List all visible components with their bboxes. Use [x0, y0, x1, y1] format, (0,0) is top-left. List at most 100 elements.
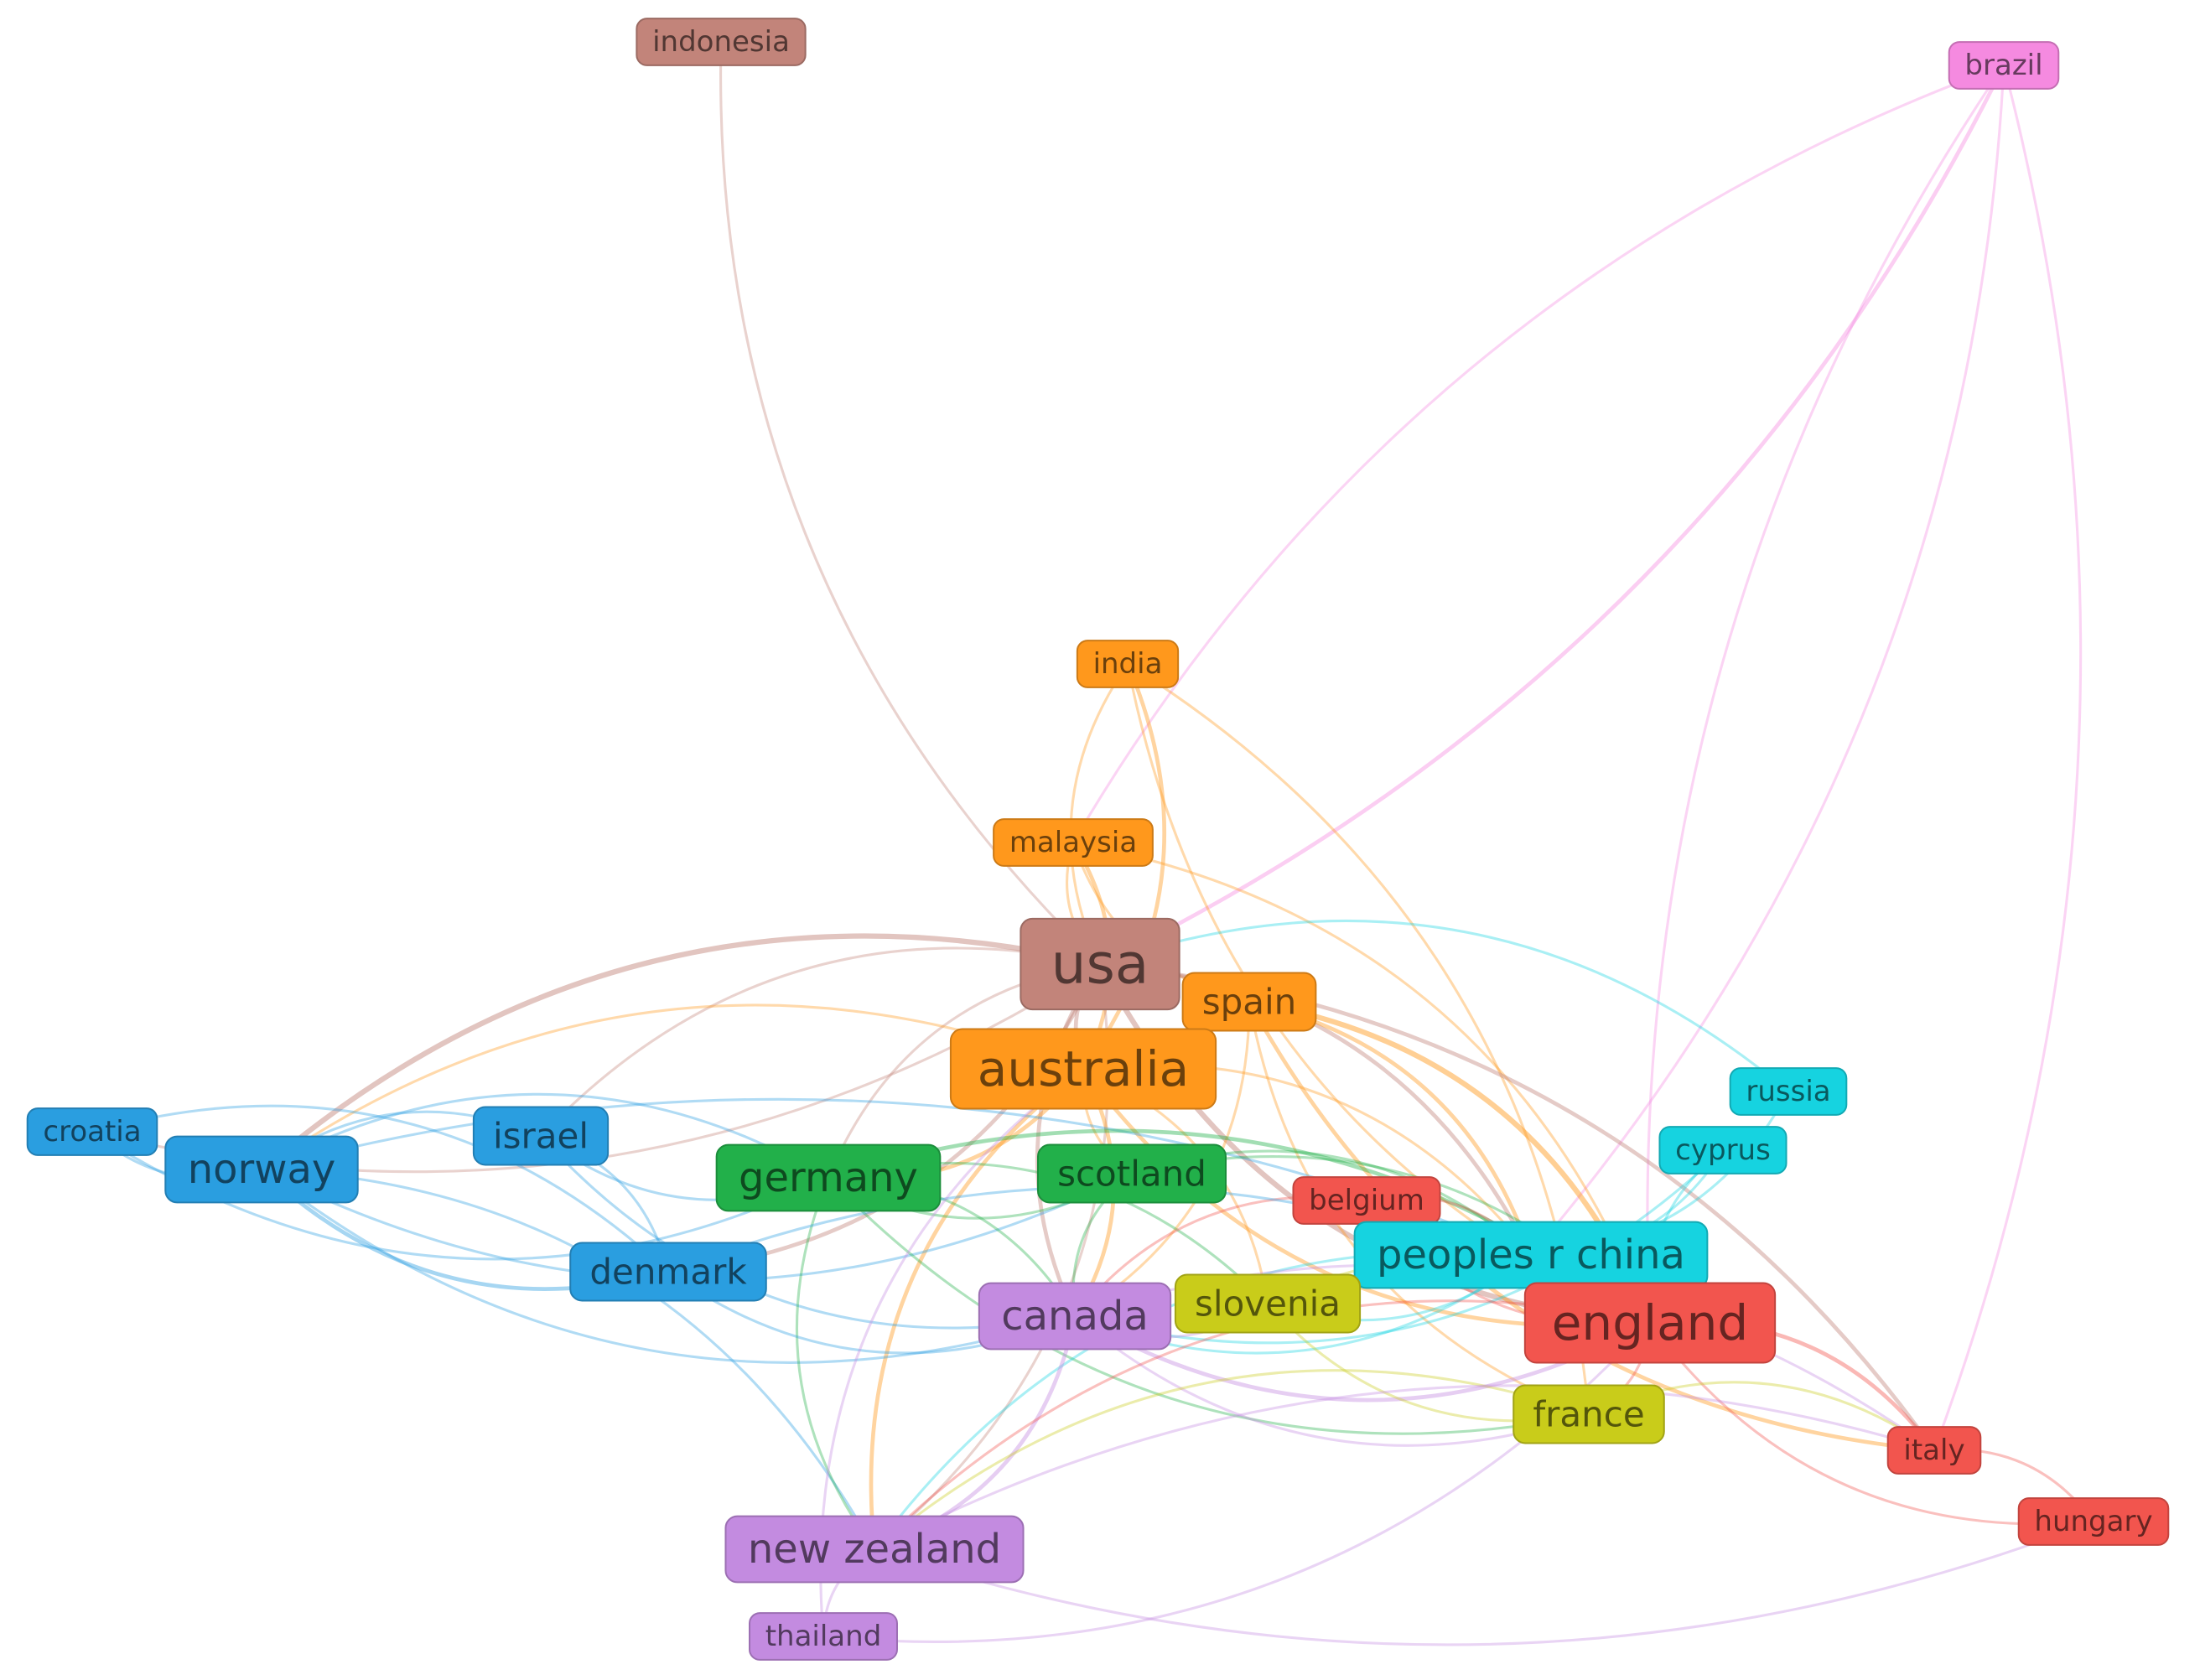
node-box-new-zealand [724, 1515, 1025, 1584]
edge-france-new-zealand [873, 1369, 1590, 1551]
node-box-germany [715, 1143, 942, 1212]
edge-brazil-usa [1097, 63, 2006, 967]
node-croatia[interactable]: croatia [26, 1107, 158, 1156]
node-box-russia [1729, 1067, 1848, 1116]
edge-germany-new-zealand [795, 1176, 876, 1551]
node-label-slovenia: slovenia [1195, 1283, 1341, 1325]
node-russia[interactable]: russia [1729, 1067, 1848, 1116]
node-box-brazil [1948, 41, 2060, 90]
nodes-layer: indonesia brazil india malaysia usa spain aust… [26, 18, 2170, 1661]
edge-germany-france [827, 1176, 1590, 1435]
edge-australia-new-zealand [869, 1066, 1086, 1552]
node-box-croatia [26, 1107, 158, 1156]
node-england[interactable]: england [1523, 1282, 1777, 1364]
edge-cyprus-canada [1073, 1149, 1725, 1345]
node-box-scotland [1036, 1143, 1227, 1204]
node-label-hungary: hungary [2034, 1505, 2152, 1538]
edge-australia-norway [260, 1003, 1085, 1171]
node-canada[interactable]: canada [978, 1282, 1172, 1351]
node-denmark[interactable]: denmark [569, 1242, 767, 1302]
edge-usa-canada [1035, 962, 1103, 1319]
node-hungary[interactable]: hungary [2017, 1497, 2170, 1546]
edge-brazil-malaysia [1071, 64, 2005, 844]
node-italy[interactable]: italy [1886, 1426, 1982, 1475]
node-israel[interactable]: israel [472, 1106, 610, 1166]
node-label-norway: norway [188, 1146, 336, 1193]
node-india[interactable]: india [1076, 640, 1180, 688]
node-label-russia: russia [1746, 1075, 1830, 1108]
edge-new-zealand-italy [873, 1384, 1936, 1551]
node-label-new-zealand: new zealand [748, 1526, 1001, 1573]
node-peoples-r-china[interactable]: peoples r china [1353, 1221, 1709, 1289]
node-box-thailand [749, 1612, 898, 1661]
node-label-spain: spain [1202, 982, 1297, 1023]
edge-russia-usa [1098, 920, 1790, 1093]
node-label-germany: germany [739, 1154, 918, 1201]
node-label-thailand: thailand [765, 1620, 882, 1653]
edge-usa-peoples-r-china [1097, 962, 1533, 1257]
node-label-denmark: denmark [589, 1252, 747, 1293]
edge-india-australia [1081, 661, 1167, 1071]
node-box-denmark [569, 1242, 767, 1302]
node-spain[interactable]: spain [1181, 972, 1317, 1032]
node-slovenia[interactable]: slovenia [1174, 1273, 1362, 1334]
node-label-brazil: brazil [1964, 49, 2042, 82]
edge-england-hungary [1648, 1321, 2095, 1526]
node-france[interactable]: france [1512, 1384, 1665, 1444]
edge-canada-france [1073, 1314, 1590, 1447]
node-label-israel: israel [493, 1116, 589, 1157]
node-label-england: england [1552, 1294, 1749, 1351]
edge-new-zealand-hungary [873, 1520, 2095, 1646]
node-label-indonesia: indonesia [652, 25, 790, 59]
edge-malaysia-england [1071, 841, 1652, 1325]
node-label-peoples-r-china: peoples r china [1377, 1231, 1685, 1278]
node-scotland[interactable]: scotland [1036, 1143, 1227, 1204]
node-norway[interactable]: norway [164, 1135, 359, 1204]
edge-norway-new-zealand [260, 1168, 876, 1551]
node-cyprus[interactable]: cyprus [1658, 1126, 1788, 1174]
edge-norway-germany [260, 1092, 830, 1180]
node-box-india [1076, 640, 1180, 688]
node-label-usa: usa [1051, 932, 1149, 997]
edge-brazil-peoples-r-china [1529, 64, 2005, 1257]
node-box-norway [164, 1135, 359, 1204]
node-label-belgium: belgium [1309, 1184, 1424, 1217]
node-box-hungary [2017, 1497, 2170, 1546]
node-box-israel [472, 1106, 610, 1166]
node-label-cyprus: cyprus [1675, 1133, 1771, 1167]
edge-usa-norway [258, 933, 1103, 1173]
node-box-cyprus [1658, 1126, 1788, 1174]
edge-croatia-denmark [91, 1104, 670, 1273]
node-box-australia [949, 1028, 1217, 1110]
node-box-france [1512, 1384, 1665, 1444]
node-australia[interactable]: australia [949, 1028, 1217, 1110]
edge-brazil-italy [1933, 64, 2083, 1452]
node-malaysia[interactable]: malaysia [993, 818, 1154, 867]
node-label-italy: italy [1903, 1434, 1964, 1467]
node-box-usa [1020, 917, 1180, 1011]
node-label-france: france [1533, 1394, 1644, 1435]
node-brazil[interactable]: brazil [1948, 41, 2060, 90]
node-germany[interactable]: germany [715, 1143, 942, 1212]
node-new-zealand[interactable]: new zealand [724, 1515, 1025, 1584]
node-label-india: india [1093, 647, 1163, 681]
edge-canada-new-zealand [872, 1314, 1077, 1552]
node-box-malaysia [993, 818, 1154, 867]
node-label-malaysia: malaysia [1009, 826, 1137, 859]
node-thailand[interactable]: thailand [749, 1612, 898, 1661]
node-box-england [1523, 1282, 1777, 1364]
node-label-australia: australia [978, 1040, 1189, 1097]
edge-brazil-england [1646, 64, 2005, 1325]
node-box-canada [978, 1282, 1172, 1351]
edge-norway-canada [260, 1168, 1077, 1364]
node-label-canada: canada [1001, 1293, 1149, 1340]
node-box-slovenia [1174, 1273, 1362, 1334]
node-box-indonesia [636, 18, 807, 66]
node-box-italy [1886, 1426, 1982, 1475]
node-belgium[interactable]: belgium [1292, 1176, 1441, 1225]
node-usa[interactable]: usa [1020, 917, 1180, 1011]
edge-usa-israel [539, 946, 1102, 1138]
node-label-croatia: croatia [43, 1115, 141, 1149]
node-indonesia[interactable]: indonesia [636, 18, 807, 66]
